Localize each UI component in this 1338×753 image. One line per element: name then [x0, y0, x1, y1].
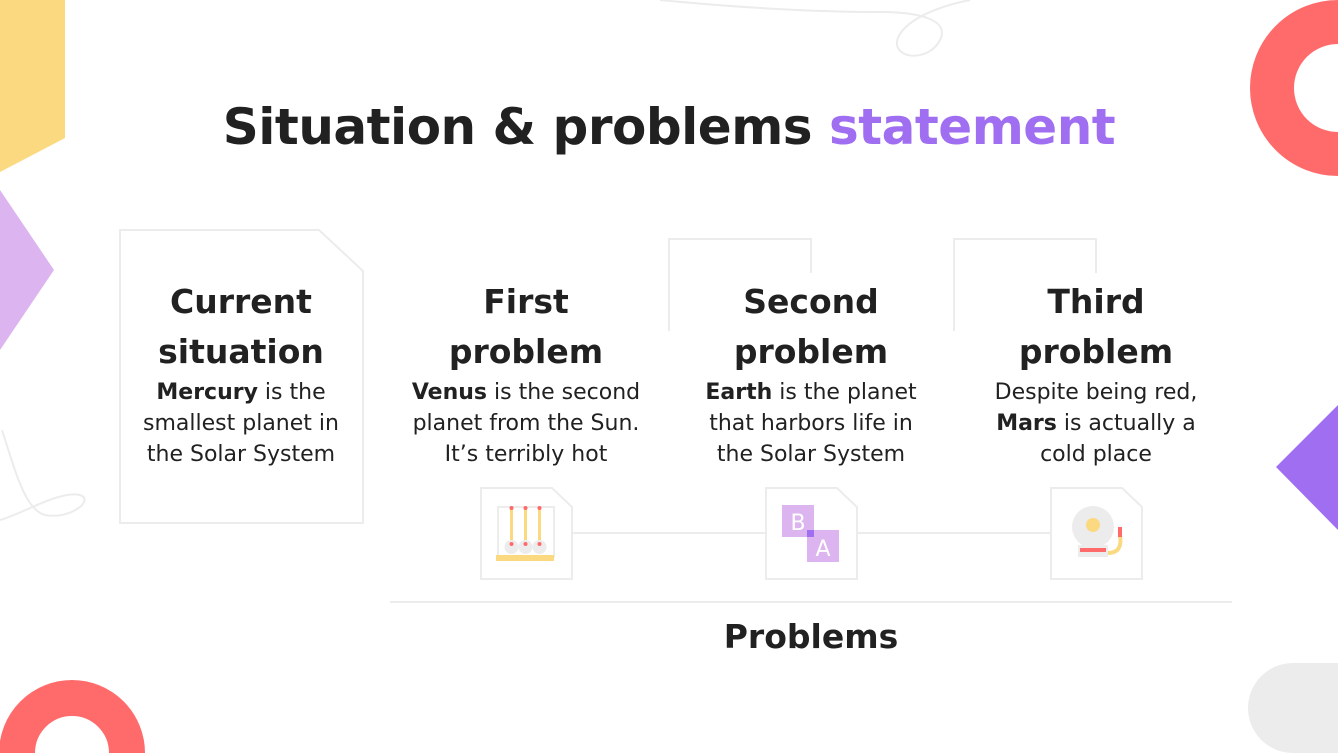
bracket-outline-third: [953, 238, 1097, 331]
letters-b-a-icon-box: B A: [765, 487, 858, 580]
problems-divider: [390, 601, 1232, 603]
connector-line-2: [857, 532, 1051, 534]
svg-text:B: B: [790, 511, 805, 536]
problems-label: Problems: [723, 617, 899, 656]
current-situation-description: Mercury is the smallest planet in the So…: [143, 380, 339, 467]
letters-b-a-icon: B A: [765, 487, 858, 580]
second-problem-description: Earth is the planet that harbors life in…: [705, 380, 917, 467]
squiggle-line-top: [659, 0, 971, 57]
title-main: Situation & problems: [222, 98, 813, 156]
coral-ring-top-right: [1250, 0, 1338, 176]
alarm-bell-icon: [1050, 487, 1143, 580]
lilac-triangle-shape: [0, 190, 54, 350]
third-problem: Third problem Despite being red, Mars is…: [966, 277, 1226, 470]
current-situation: Current situation Mercury is the smalles…: [111, 277, 371, 470]
gray-pill-shape: [1248, 663, 1338, 753]
bracket-outline-second: [668, 238, 812, 331]
newtons-cradle-icon-box: [480, 487, 573, 580]
squiggle-line-left: [0, 429, 86, 521]
connector-line-1: [572, 532, 766, 534]
coral-ring-bottom-left: [0, 680, 145, 753]
first-problem-heading: First problem: [448, 282, 604, 371]
third-problem-description: Despite being red, Mars is actually a co…: [994, 380, 1198, 467]
second-problem: Second problem Earth is the planet that …: [681, 277, 941, 470]
title-accent: statement: [828, 98, 1116, 156]
first-problem: First problem Venus is the second planet…: [396, 277, 656, 470]
third-problem-heading: Third problem: [1018, 282, 1174, 371]
purple-diamond-shape: [1276, 405, 1338, 530]
newtons-cradle-icon: [480, 487, 573, 580]
current-situation-heading: Current situation: [158, 282, 324, 371]
page-title: Situation & problems statement: [0, 98, 1338, 156]
current-situation-card: [119, 229, 364, 524]
alarm-bell-icon-box: [1050, 487, 1143, 580]
first-problem-description: Venus is the second planet from the Sun.…: [411, 380, 641, 467]
svg-text:A: A: [815, 537, 830, 562]
yellow-pentagon-shape: [0, 0, 65, 172]
second-problem-heading: Second problem: [733, 282, 889, 371]
